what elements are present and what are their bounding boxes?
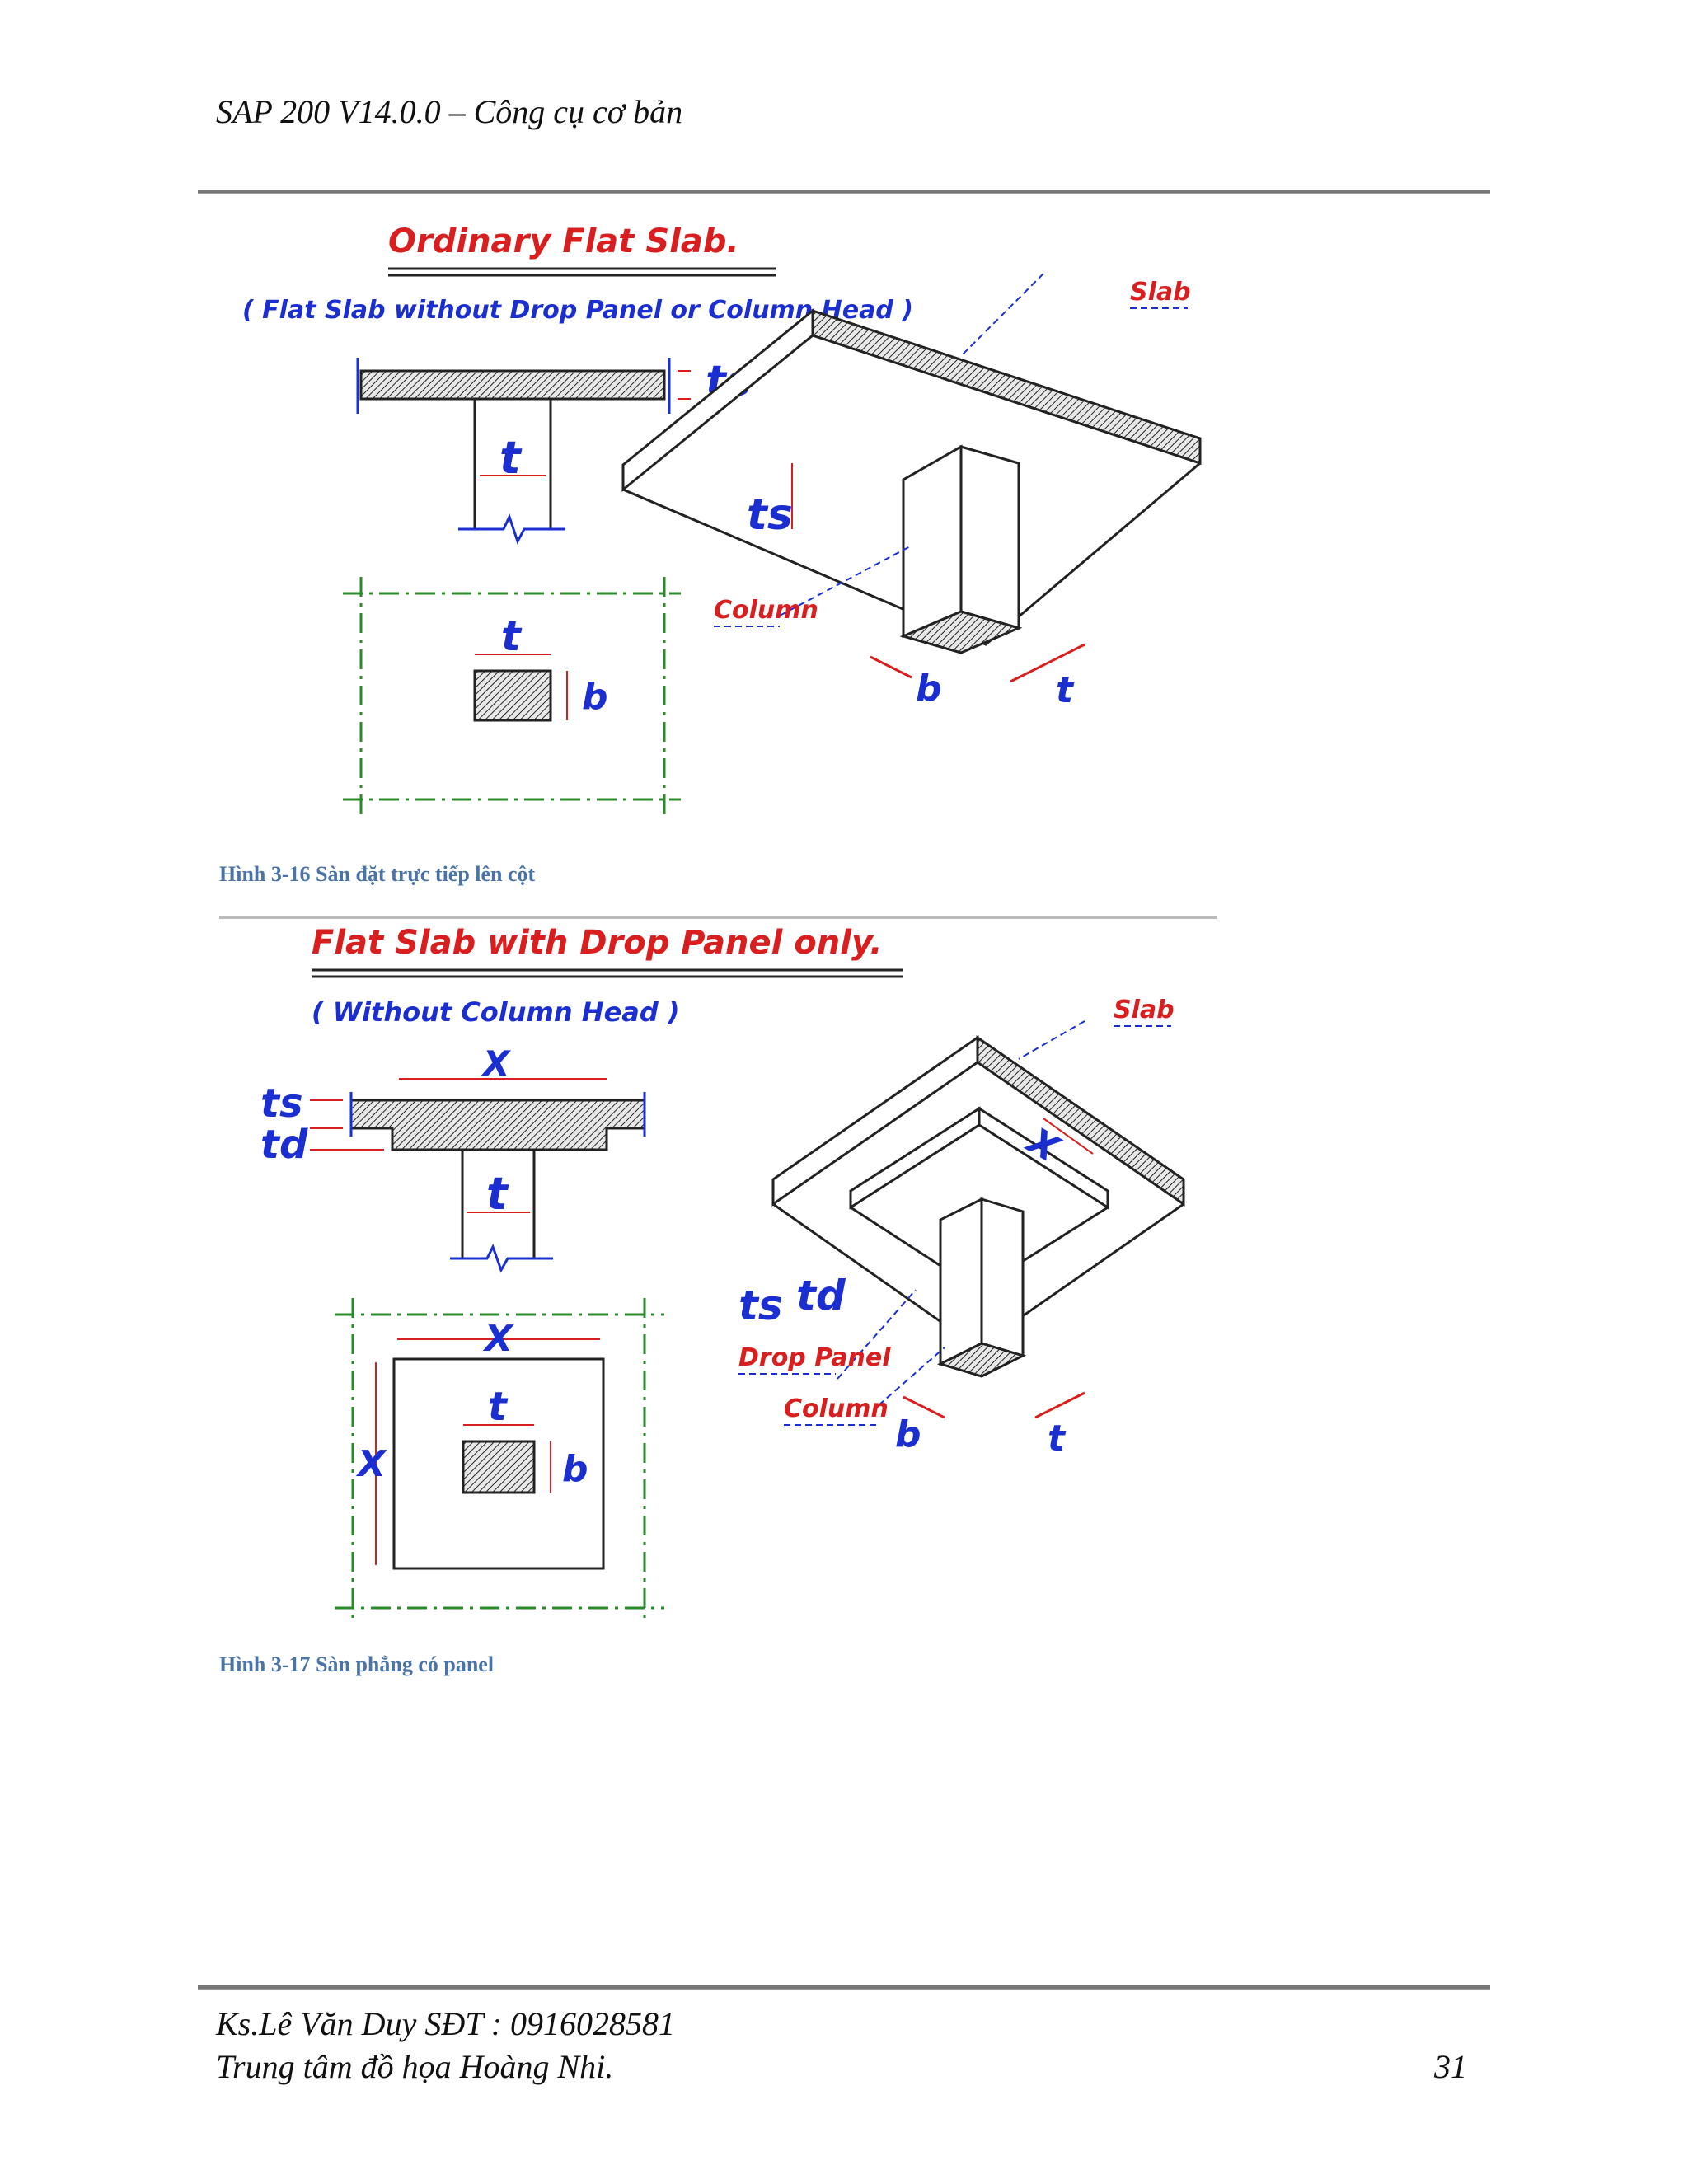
page-header-title: SAP 200 V14.0.0 – Công cụ cơ bản	[216, 93, 683, 130]
figure-1-b-label: b	[582, 676, 608, 718]
figure-1-iso-ts-label: ts	[747, 490, 793, 540]
figure-2-td-label: td	[260, 1122, 308, 1168]
figure-2-plan-x-side-label: X	[355, 1443, 387, 1485]
figure-1-plan: t b	[343, 577, 681, 818]
figure-2-column-label: Column	[784, 1394, 889, 1423]
figure-2-x-label: X	[481, 1043, 512, 1084]
figure-2-subtitle: ( Without Column Head )	[312, 996, 680, 1028]
figure-2-drop-panel-label: Drop Panel	[738, 1343, 891, 1372]
figure-1-t-label: t	[499, 432, 523, 484]
footer-organization: Trung tâm đồ họa Hoàng Nhi.	[216, 2048, 614, 2085]
figure-2-caption: Hình 3-17 Sàn phẳng có panel	[219, 1652, 495, 1676]
figure-2-plan-t-label: t	[488, 1384, 509, 1430]
figure-1-caption: Hình 3-16 Sàn đặt trực tiếp lên cột	[219, 862, 536, 886]
figure-ordinary-flat-slab: Ordinary Flat Slab. ( Flat Slab without …	[219, 216, 1217, 842]
figure-2-plan-x-label: X	[482, 1318, 514, 1360]
figure-1-title: Ordinary Flat Slab.	[388, 223, 739, 260]
page-number: 31	[1434, 2048, 1467, 2085]
figure-2-title: Flat Slab with Drop Panel only.	[312, 924, 883, 962]
figure-2-iso-b-label: b	[895, 1413, 921, 1455]
figure-2-iso-t-label: t	[1048, 1418, 1067, 1460]
figure-2-slab-label: Slab	[1114, 996, 1175, 1024]
footer-author: Ks.Lê Văn Duy SĐT : 0916028581	[216, 2005, 676, 2042]
figure-flat-slab-drop-panel: Flat Slab with Drop Panel only. ( Withou…	[219, 916, 1217, 1621]
figure-1-column-label: Column	[714, 596, 818, 625]
figure-2-t-label: t	[486, 1168, 509, 1220]
header-divider	[198, 190, 1490, 194]
figure-2-plan: X X t b	[335, 1298, 664, 1621]
figure-2-iso-td-label: td	[796, 1272, 846, 1319]
figure-1-drawing: Ordinary Flat Slab. ( Flat Slab without …	[242, 223, 1202, 818]
figure-1-slab-label: Slab	[1130, 278, 1191, 307]
footer-divider	[198, 1985, 1490, 1990]
figure-2-ts-label: ts	[260, 1080, 303, 1127]
figure-1-iso-t-label: t	[1056, 669, 1075, 711]
figure-2-plan-b-label: b	[562, 1448, 588, 1490]
figure-2-elevation: X t ts td	[260, 1043, 646, 1273]
figure-2-iso-ts-label: ts	[738, 1282, 783, 1329]
figure-2-isometric: X Slab ts td Drop Panel Column b t	[738, 996, 1185, 1460]
figure-1-iso-b-label: b	[916, 668, 942, 710]
figure-2-drawing: Flat Slab with Drop Panel only. ( Withou…	[260, 924, 1185, 1621]
figure-1-elevation: t ts	[356, 357, 752, 545]
figure-1-isometric: Slab Column ts b t	[621, 273, 1202, 711]
figure-1-plan-t-label: t	[501, 612, 523, 660]
